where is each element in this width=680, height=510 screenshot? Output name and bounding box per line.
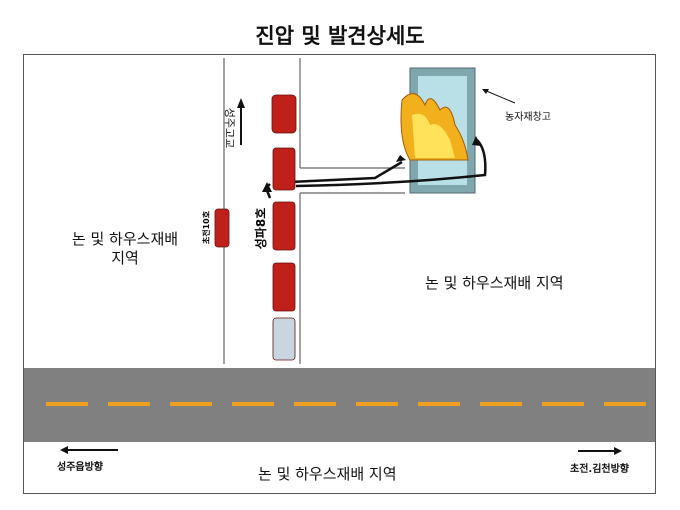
ambulance (272, 317, 296, 361)
area-bottom-label: 논 및 하우스재배 지역 (258, 465, 397, 483)
diagram-title: 진압 및 발견상세도 (255, 24, 425, 48)
side-road-lines (223, 58, 405, 364)
area-left-line2: 지역 (111, 249, 139, 267)
diagram-frame (23, 54, 656, 494)
left-arrow-icon (60, 446, 118, 454)
truck-chojeon-label: 초전10호 (202, 210, 212, 245)
area-left-label: 논 및 하우스재배 지역 (56, 230, 194, 268)
direction-left-label: 성주읍방향 (57, 462, 103, 473)
area-left-line1: 논 및 하우스재배 (71, 230, 179, 248)
arrowheads (237, 98, 481, 192)
warehouse-pointer (483, 89, 516, 104)
fire-truck-4 (272, 262, 296, 312)
right-arrow-icon (578, 447, 622, 455)
school-direction-label: 성주고교 (223, 107, 237, 149)
area-right-label: 논 및 하우스재배 지역 (425, 274, 564, 292)
fire-trucks (214, 94, 297, 361)
fire-icon (400, 93, 469, 161)
lane-markings (46, 402, 655, 406)
fire-truck-2 (272, 147, 296, 191)
fire-truck-seongpa (272, 201, 296, 251)
truck-seongpa-label: 성파8호 (254, 207, 269, 250)
warehouse-label: 농자재창고 (505, 112, 551, 123)
main-road (24, 368, 655, 442)
fire-truck-1 (271, 94, 297, 134)
direction-right-label: 초전.김천방향 (570, 464, 629, 475)
fire-truck-chojeon (214, 208, 230, 248)
